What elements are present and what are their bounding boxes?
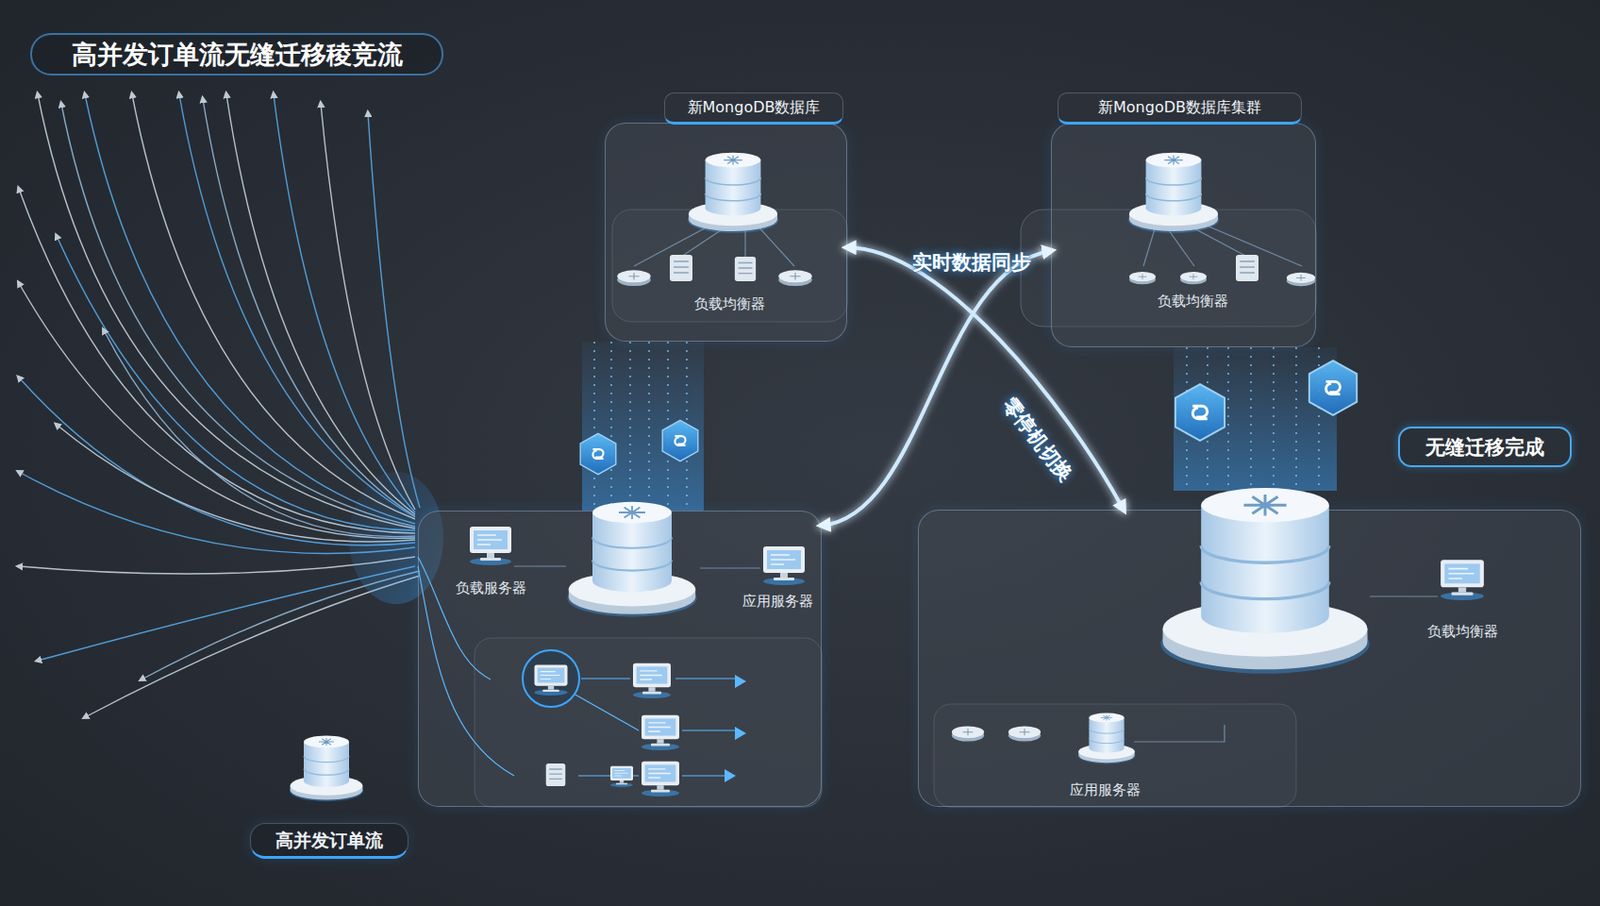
monitor-icon — [1440, 559, 1484, 600]
device-icon — [546, 763, 567, 786]
router-icon — [951, 725, 984, 741]
wire — [633, 222, 795, 267]
router-icon — [778, 269, 812, 286]
order-stream — [18, 94, 420, 717]
database-icon — [1128, 152, 1219, 234]
stream-line — [367, 113, 420, 508]
stream-line — [37, 566, 416, 661]
source-panel: 负载服务器应用服务器 — [417, 510, 822, 807]
beam-dots — [594, 341, 1319, 510]
stream-line — [18, 377, 416, 546]
device-icon — [469, 526, 512, 566]
node-label: 高并发订单流 — [250, 823, 408, 856]
node-label: 应用服务器 — [742, 592, 814, 610]
wire — [573, 678, 735, 776]
database-icon — [687, 152, 779, 234]
edge-label: 实时数据同步 — [912, 249, 1032, 276]
stream-line — [84, 575, 420, 717]
edge-label: 零停机切换 — [997, 392, 1080, 487]
server-icon — [1235, 254, 1259, 282]
database-icon — [289, 735, 364, 802]
stream-line — [84, 94, 416, 524]
monitor-icon — [763, 546, 805, 585]
stream-line — [179, 94, 416, 517]
light-beam — [1173, 347, 1337, 491]
node-label: 负载服务器 — [455, 579, 527, 597]
database-panel: 新MongoDB数据库负载均衡器 — [604, 122, 848, 342]
cluster-panel: 新MongoDB数据库集群负载均衡器 — [1050, 122, 1317, 348]
stream-line — [56, 424, 416, 542]
stream-line — [61, 103, 416, 527]
sync-arrow — [847, 247, 1124, 510]
stream-line — [56, 235, 416, 531]
router-icon — [616, 269, 650, 286]
stream-line — [132, 94, 416, 519]
sync-hexagon — [580, 433, 617, 474]
router-icon — [1008, 725, 1041, 741]
stream-line — [273, 94, 416, 513]
sync-hexagon — [662, 419, 699, 461]
node-label: 负载均衡器 — [694, 295, 766, 313]
monitor-icon — [534, 664, 568, 696]
stream-line — [18, 283, 416, 538]
monitor-icon — [641, 761, 680, 797]
light-beam — [582, 341, 704, 511]
stream-line — [37, 94, 416, 529]
stream-line — [226, 94, 416, 515]
wire — [1143, 222, 1302, 267]
router-icon — [1286, 272, 1316, 286]
stream-line — [320, 103, 416, 510]
router-icon — [1180, 271, 1207, 284]
beam-dots — [1186, 347, 1319, 491]
process-ring — [522, 650, 580, 707]
stream-line — [202, 99, 416, 517]
stream-line — [18, 471, 416, 553]
panel-heading: 新MongoDB数据库集群 — [1057, 92, 1302, 125]
server-stack-icon — [1078, 712, 1136, 764]
server-icon — [734, 256, 756, 282]
database-icon — [1160, 487, 1369, 674]
monitor-icon — [633, 663, 671, 699]
status-badge: 无缝迁移完成 — [1398, 426, 1572, 467]
sync-hexagon — [1175, 383, 1225, 441]
server-icon — [669, 254, 693, 282]
wire — [514, 566, 1438, 742]
monitor-icon — [641, 715, 680, 750]
beam-dots — [594, 341, 687, 510]
wires — [417, 222, 1438, 776]
monitor-icon — [610, 766, 634, 787]
database-icon — [566, 501, 697, 617]
stream-line — [18, 556, 416, 574]
diagram-title: 高并发订单流无缝迁移稜竞流 — [30, 33, 444, 76]
target-panel: 负载均衡器应用服务器 — [917, 509, 1582, 807]
node-label: 应用服务器 — [1069, 781, 1141, 799]
sync-arrow — [821, 250, 1051, 526]
stream-label-box: 高并发订单流 — [250, 822, 409, 859]
router-icon — [1129, 271, 1156, 284]
wire — [417, 556, 515, 776]
panel-heading: 新MongoDB数据库 — [664, 92, 844, 125]
sync-hexagon — [1309, 360, 1357, 416]
stream-line — [18, 188, 416, 534]
flow-arrow — [724, 674, 747, 783]
node-label: 负载均衡器 — [1157, 292, 1229, 310]
node-label: 负载均衡器 — [1427, 622, 1499, 640]
stream-line — [103, 330, 416, 537]
stream-line — [141, 570, 420, 680]
